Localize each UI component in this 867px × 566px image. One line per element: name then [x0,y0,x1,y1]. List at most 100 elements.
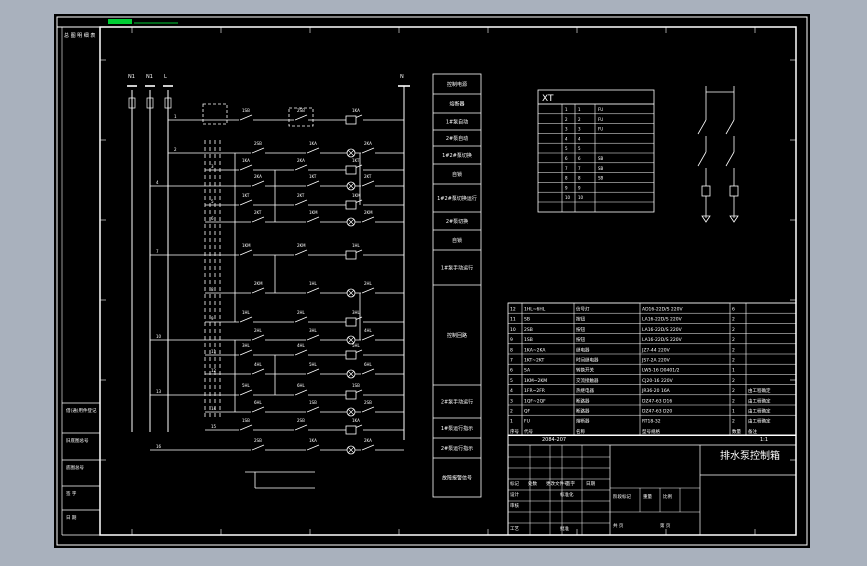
parts-cell: 2 [732,327,735,333]
parts-cell: 1KT~2KT [524,358,544,364]
parts-cell: 时间继电器 [576,357,599,364]
parts-cell: 2 [732,337,735,343]
parts-cell: 按钮 [576,336,585,343]
parts-header-cell: 名称 [576,428,585,435]
contact-gap [306,290,320,296]
node-label: 10 [156,334,162,339]
inner-border [99,26,797,536]
title-block-cell: 第 页 [660,522,671,529]
parts-cell: SA [524,368,531,374]
border-zone-ticks [100,27,796,535]
title-block-cell: 签字 [566,480,575,487]
contact-gap [239,319,253,325]
node-label: 9 [211,316,214,321]
drawing-title: 排水泵控制箱 [720,449,780,462]
contact-gap [306,183,320,189]
contact-symbol [239,349,253,356]
dashed-component-box [288,107,314,127]
contact-symbol [306,334,320,341]
contact-symbol [294,424,308,431]
contact-label: 2KT [297,193,305,198]
terminal-cell: SB [598,176,604,181]
parts-header-cell: 数量 [732,428,741,435]
lamp-cross [347,446,355,454]
coil-symbol [345,425,357,435]
contact-label: 1KM [242,243,251,248]
contact-gap [294,202,308,208]
parts-cell: 1FR~2FR [524,388,545,394]
contact-symbol [251,147,265,154]
node-label: 3 [211,164,214,169]
contact-gap [361,337,375,343]
contact-gap [306,447,320,453]
contact-symbol [294,389,308,396]
sidebar-label: 日 期 [66,515,77,521]
contact-label: 1KM [352,193,361,198]
legend-item-label: 1#2#泵切换 [442,152,472,159]
contact-symbol [251,334,265,341]
contact-label: 1KM [309,210,318,215]
parts-cell: JS7-2A 220V [641,358,671,364]
contact-symbol [251,444,265,451]
contact-gap [294,117,308,123]
contact-gap [294,167,308,173]
parts-cell: 6 [510,368,513,374]
contact-label: 2SB [297,108,305,113]
node-label: 1 [174,114,177,119]
terminal-cell: SB [598,166,604,171]
parts-cell: 按钮 [576,316,585,323]
bus-label: N1 [128,74,135,80]
contact-gap [294,252,308,258]
lamp-cross [347,408,355,416]
parts-cell: QF [524,409,531,415]
node-label: 2 [174,147,177,152]
lamp-cross [347,336,355,344]
title-block-cell: 工艺 [510,526,519,532]
parts-cell: 交流接触器 [576,377,599,384]
contact-symbol [239,249,253,256]
contact-gap [239,167,253,173]
contact-gap [306,409,320,415]
legend-item-label: 2#泵自动 [446,135,468,142]
parts-cell: 2 [732,398,735,404]
fuse-symbol [128,97,136,109]
terminal-table-header: XT [542,94,554,104]
parts-cell: 10 [510,327,516,333]
contact-symbol [294,249,308,256]
parts-cell: 由工程确定 [748,408,771,415]
title-block-cell: 设计 [510,491,519,498]
contact-label: 2HL [297,310,306,315]
contact-label: 4HL [364,328,373,333]
coil-symbol [345,350,357,360]
contact-symbol [239,424,253,431]
contact-gap [294,392,308,398]
legend-item-label: 2#泵切换 [446,218,468,225]
contact-symbol [239,316,253,323]
legend-item-label: 控制电源 [447,81,467,88]
fuse-symbol [146,97,154,109]
contact-gap [239,427,253,433]
contact-label: 1KT [242,193,250,198]
contact-gap [361,447,375,453]
terminal-cell: 9 [578,185,581,190]
contact-label: 1HL [352,243,361,248]
relay-contact-diagram [697,86,739,223]
parts-cell: 信号灯 [576,306,590,313]
drawing-scale: 1:1 [760,437,768,443]
parts-cell: 1 [510,419,513,425]
contact-symbol [306,444,320,451]
parts-cell: 2 [732,317,735,323]
contact-symbol [294,316,308,323]
contact-label: 2SB [254,438,262,443]
contact-label: 5HL [242,383,251,388]
contact-label: 3HL [242,343,251,348]
lamp-cross [347,218,355,226]
contact-gap [306,371,320,377]
relay-contact [725,151,735,167]
contact-label: 2KT [254,210,262,215]
contact-label: 6HL [364,362,373,367]
contact-gap [361,290,375,296]
contact-symbol [361,147,375,154]
